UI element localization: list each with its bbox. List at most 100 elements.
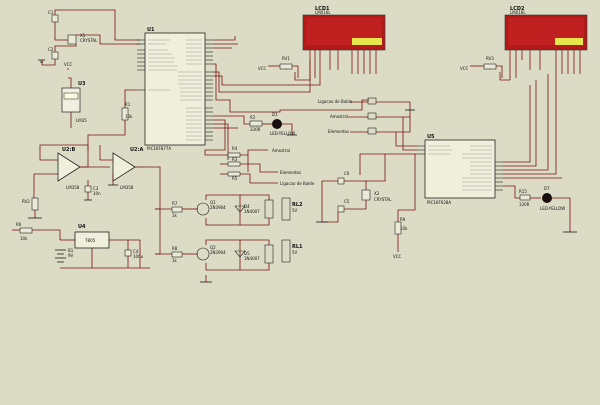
vcc-label-1: VCC (64, 62, 73, 67)
u2b-label: U2:B (62, 147, 76, 153)
microcontroller-u5[interactable]: U5 PIC16F628A (359, 74, 562, 205)
switch-ligacao[interactable]: Ligacao de Balde (318, 97, 411, 110)
vcc-label-2: VCC (258, 66, 267, 71)
x2-value: CRYSTAL (374, 197, 392, 202)
d7-label: D7 (544, 186, 550, 191)
u4-value: 7805 (85, 238, 96, 243)
d4-value: 1N4007 (244, 209, 260, 214)
d1-label: D1 (272, 112, 278, 117)
resistor-r9[interactable]: R9 10k VCC (393, 154, 416, 259)
x2-label: X2 (374, 191, 380, 196)
relay-driver-rl2[interactable]: R7 1k Q1 2N3904 D4 1N4007 RL2 5V (155, 194, 303, 226)
d4-label: D4 (244, 204, 250, 209)
sw1-label: Ligacao de Balde (318, 99, 353, 104)
vcc-label-4: VCC (393, 254, 402, 259)
r8-value: 1k (172, 258, 178, 263)
lcd2-value: LM016L (510, 10, 526, 15)
r5-label: R5 (232, 176, 238, 181)
r2-label: R2 (250, 115, 256, 120)
net-elementos: Elementos (280, 170, 301, 175)
rv1-label: RV1 (282, 56, 290, 61)
battery-b1[interactable]: B1 9V (55, 248, 74, 263)
capacitor-c3[interactable]: C3 10n (84, 180, 101, 201)
x1-value: CRYSTAL (80, 38, 98, 43)
u5-label: U5 (427, 134, 435, 140)
c2-label: C2 (48, 47, 54, 52)
d5-value: 1N4007 (244, 256, 260, 261)
b1-label: B1 (68, 248, 74, 253)
regulator-u4[interactable]: U4 7805 (60, 224, 150, 269)
sensor-u3[interactable]: U3 LM35 (61, 77, 87, 128)
r6-label: R6 (16, 222, 22, 227)
potentiometer-rv3[interactable]: RV3 VCC (460, 56, 503, 78)
u4-label: U4 (78, 224, 86, 230)
opamp-u2b[interactable]: U2:B LM358 (33, 144, 110, 198)
r6-value: 10k (20, 236, 28, 241)
c5-label: C5 (344, 199, 350, 204)
relay-driver-rl1[interactable]: R8 1k Q2 2N3904 D5 1N4007 RL1 5V (155, 239, 303, 283)
x1-label: X1 (80, 33, 86, 38)
net-amostral: Amostral (272, 148, 290, 153)
c6-label: C6 (344, 171, 350, 176)
rl2-label: RL2 (292, 202, 303, 208)
crystal-x1-circuit[interactable]: C1 C2 X1 CRYSTAL VCC (38, 9, 140, 70)
r1-label: R1 (125, 102, 131, 107)
c4-value: 100u (133, 254, 144, 259)
rv3-label: RV3 (486, 56, 494, 61)
potentiometer-rv1[interactable]: RV1 VCC (258, 56, 299, 78)
net-ligacao: Ligacao de Balde (280, 181, 315, 186)
u2a-label: U2:A (130, 147, 144, 153)
potentiometer-rv2[interactable]: RV2 (22, 197, 42, 219)
lcd1-value: LM016L (315, 10, 331, 15)
capacitor-c4[interactable]: C4 100u (124, 240, 144, 268)
c1-label: C1 (48, 10, 54, 15)
switch-elementos[interactable]: Elementos (328, 109, 415, 135)
led-d7[interactable]: R15 330R D7 LED-YELLOW (519, 186, 577, 233)
r8-label: R8 (172, 246, 178, 251)
vcc-label-3: VCC (460, 66, 469, 71)
r9-value: 10k (400, 226, 408, 231)
u5-value: PIC16F628A (427, 200, 451, 205)
q2-value: 2N3904 (210, 250, 226, 255)
resistor-r6[interactable]: R6 10k (12, 222, 61, 241)
c3-label: C3 (93, 186, 99, 191)
lcd1-label: LCD1 (315, 6, 330, 12)
crystal-x2-circuit[interactable]: C6 C5 X2 CRYSTAL (316, 154, 392, 223)
u3-label: U3 (78, 81, 86, 87)
resistor-r1[interactable]: R1 10k (87, 89, 137, 150)
r4-label: R4 (232, 146, 238, 151)
q1-value: 2N3904 (210, 205, 226, 210)
opamp-u2a[interactable]: U2:A LM358 (99, 145, 145, 190)
r15-label: R15 (519, 189, 527, 194)
u2a-value: LM358 (120, 185, 134, 190)
sw3-label: Elementos (328, 129, 349, 134)
rl2-value: 5V (292, 208, 298, 213)
q1-label: Q1 (210, 200, 216, 205)
led-d1[interactable]: R2 330R D1 LED-YELLOW (249, 112, 297, 136)
c3-value: 10n (93, 191, 101, 196)
sw2-label: Amostral (330, 114, 348, 119)
microcontroller-u1[interactable]: U1 PIC16F877A (137, 27, 369, 160)
lcd1[interactable]: LCD1 LM016L (294, 6, 386, 81)
rv2-label: RV2 (22, 199, 30, 204)
d1-value: LED-YELLOW (270, 131, 295, 136)
switch-amostral[interactable]: Amostral (330, 112, 410, 120)
q2-label: Q2 (210, 245, 216, 250)
r1-value: 10k (125, 114, 133, 119)
rl1-label: RL1 (292, 244, 303, 250)
r3-label: R3 (232, 157, 238, 162)
r9-label: R9 (400, 217, 406, 222)
u2b-value: LM358 (66, 185, 80, 190)
b1-value: 9V (68, 253, 74, 258)
rl1-value: 5V (292, 250, 298, 255)
d5-label: D5 (244, 251, 250, 256)
r15-value: 330R (519, 202, 530, 207)
d7-value: LED-YELLOW (540, 206, 565, 211)
r7-label: R7 (172, 201, 178, 206)
u1-label: U1 (147, 27, 155, 33)
resistor-network[interactable]: R4 R3 R5 Elementos Ligacao de Balde Amos… (204, 146, 315, 186)
r7-value: 1k (172, 213, 178, 218)
lcd2[interactable]: LCD2 LM016L (499, 6, 588, 81)
